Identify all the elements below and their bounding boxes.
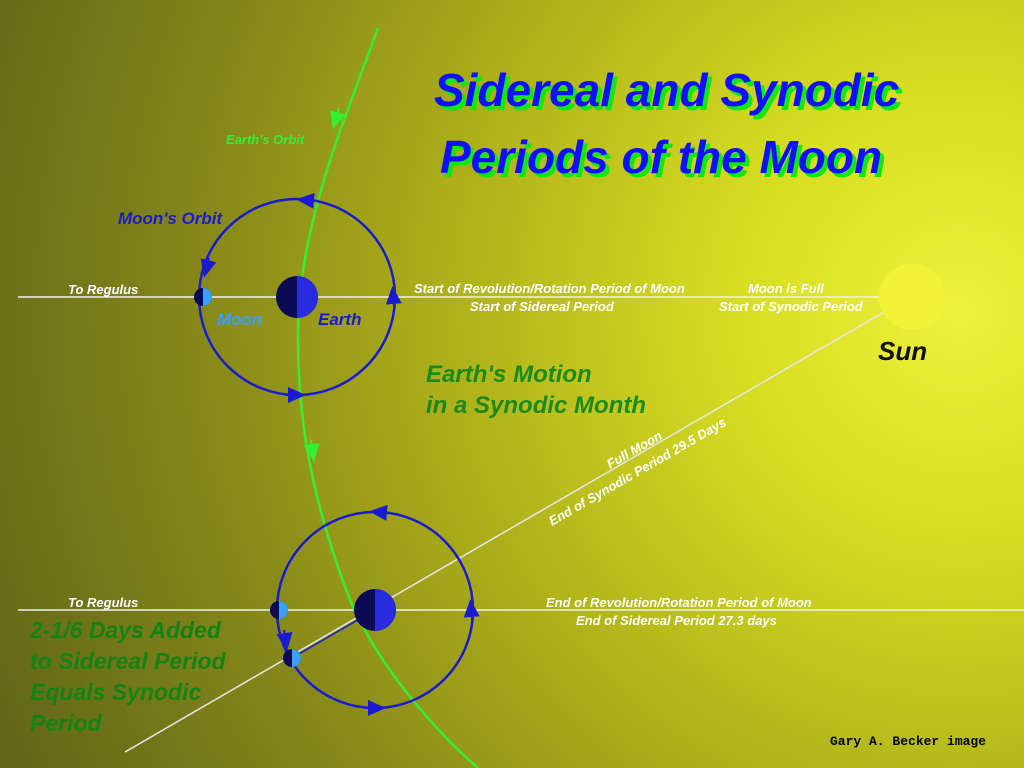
end-synodic-label: End of Synodic Period 29.5 Days: [546, 414, 729, 528]
earth-orbit-arrow-upper: [330, 107, 346, 130]
moon-bottom-synodic: [283, 649, 301, 667]
end-revolution-label: End of Revolution/Rotation Period of Moo…: [546, 595, 812, 610]
moon-orbit-bottom-arrow-1: [369, 504, 391, 521]
moon-label: Moon: [217, 310, 262, 329]
title-line2: Periods of the Moon: [440, 131, 882, 183]
days-added-line1: 2-1/6 Days Added: [29, 617, 222, 643]
moon-orbit-top-arrow-1: [296, 192, 317, 209]
earth-orbit-arrow-lower: [303, 439, 320, 462]
to-regulus-top-label: To Regulus: [68, 282, 138, 297]
earth-bottom: [354, 589, 396, 631]
end-sidereal-label: End of Sidereal Period 27.3 days: [576, 613, 777, 628]
start-sidereal-label: Start of Sidereal Period: [470, 299, 615, 314]
moons-orbit-label: Moon's Orbit: [118, 209, 223, 228]
start-revolution-label: Start of Revolution/Rotation Period of M…: [414, 281, 685, 296]
start-synodic-label: Start of Synodic Period: [719, 299, 864, 314]
moon-is-full-label: Moon is Full: [748, 281, 824, 296]
moon-orbit-bottom-arrow-2: [276, 629, 293, 651]
title-line1-shadow: Sidereal and Synodic: [438, 68, 903, 120]
moon-top: [194, 288, 212, 306]
moon-bottom-sidereal: [270, 601, 288, 619]
earth-label: Earth: [318, 310, 361, 329]
days-added-line2: to Sidereal Period: [30, 648, 227, 674]
sun-label: Sun: [878, 336, 927, 366]
days-added-line3: Equals Synodic: [30, 679, 201, 705]
title-line2-shadow: Periods of the Moon: [444, 135, 886, 187]
earths-orbit-label: Earth's Orbit: [226, 132, 305, 147]
sun-to-moon-line: [124, 296, 911, 753]
credit-label: Gary A. Becker image: [830, 734, 986, 749]
sun: [879, 264, 945, 330]
moon-orbit-top-arrow-2: [200, 257, 217, 278]
days-added-line4: Period: [30, 710, 103, 736]
earth-orbit-path: [296, 27, 479, 768]
to-regulus-bottom-label: To Regulus: [68, 595, 138, 610]
moon-orbit-bottom-arrow-4: [463, 599, 480, 621]
earth-top: [276, 276, 318, 318]
moon-orbit-top-arrow-4: [385, 286, 402, 307]
earths-motion-line1: Earth's Motion: [426, 361, 592, 388]
earths-motion-line2: in a Synodic Month: [426, 392, 646, 419]
title-line1: Sidereal and Synodic: [434, 64, 899, 116]
